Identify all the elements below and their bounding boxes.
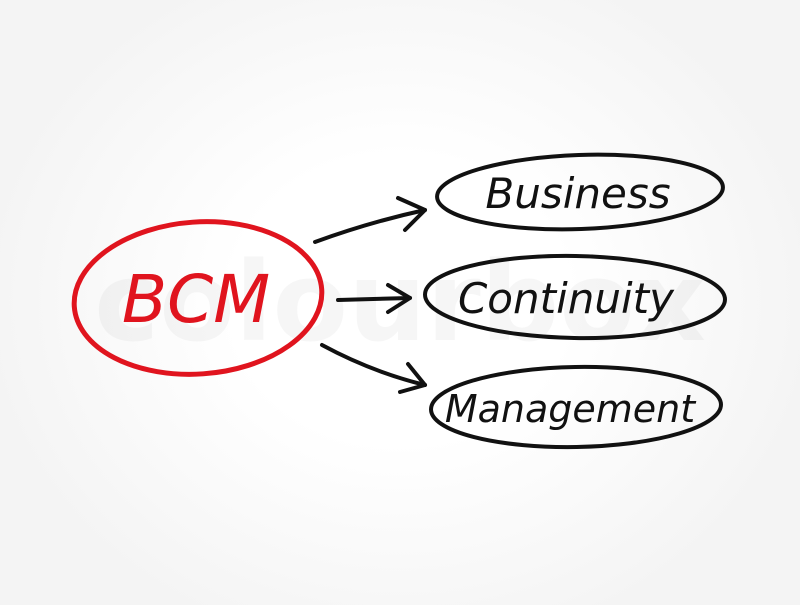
center-ellipse <box>71 219 325 377</box>
arrow-to-management <box>320 343 427 394</box>
term-ellipse <box>435 152 725 232</box>
term-label: Management <box>445 387 697 431</box>
term-ellipse <box>429 364 723 450</box>
term-management: Management <box>429 364 723 450</box>
center-node: BCM <box>71 219 325 377</box>
term-label: Continuity <box>458 274 675 323</box>
term-business: Business <box>435 152 725 232</box>
arrow-to-continuity <box>336 283 412 314</box>
arrow-to-business <box>313 196 427 244</box>
center-label: BCM <box>122 261 270 338</box>
term-continuity: Continuity <box>423 253 727 341</box>
term-ellipse <box>423 253 727 341</box>
term-label: Business <box>485 169 670 218</box>
